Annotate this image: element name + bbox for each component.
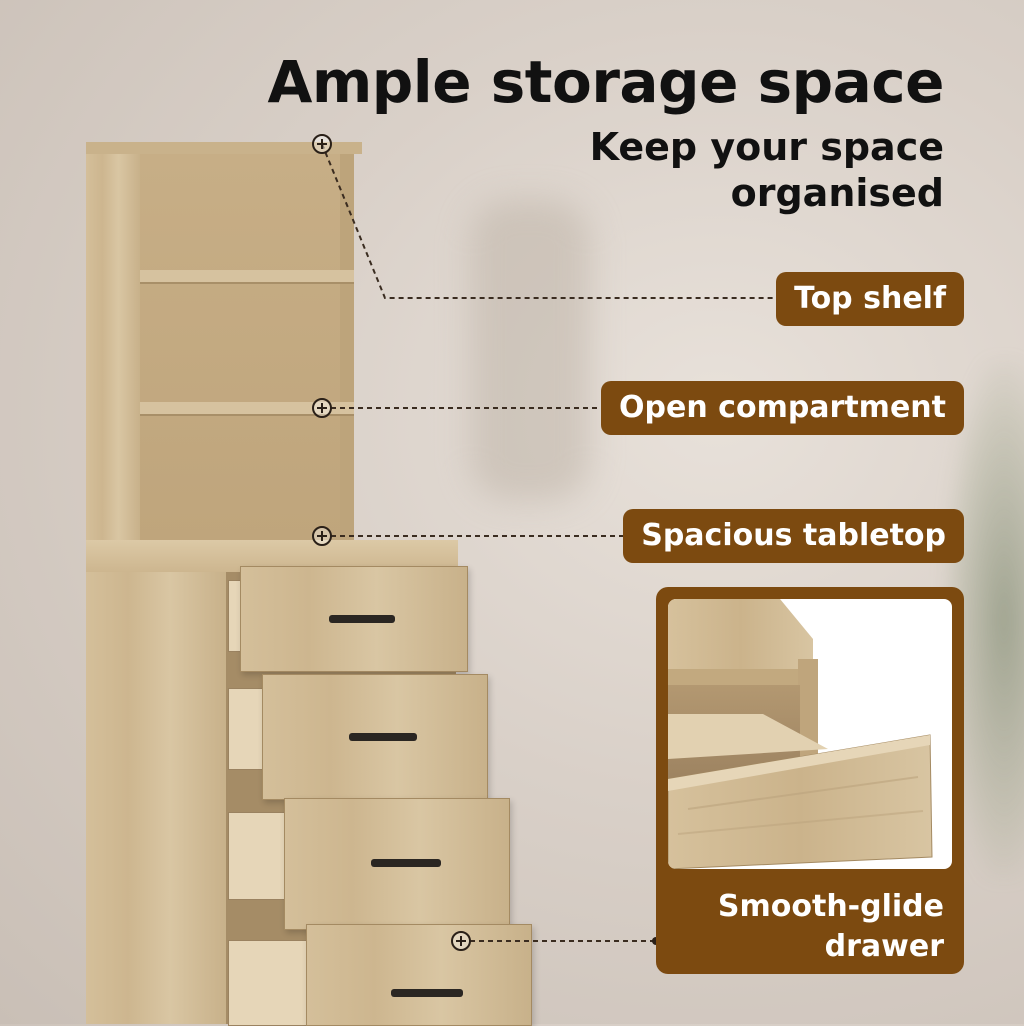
drawer-handle[interactable]: [371, 859, 441, 867]
leader-line-top-shelf: [321, 143, 786, 299]
plus-circle-icon: [312, 398, 332, 418]
drawer-front[interactable]: [306, 924, 532, 1026]
label-top-shelf: Top shelf: [776, 272, 964, 326]
background-blur: [470, 200, 590, 500]
plus-circle-icon: [312, 134, 332, 154]
drawer-closeup-illustration: [668, 599, 933, 869]
hutch-side-panel: [86, 154, 140, 542]
drawer-handle[interactable]: [329, 615, 395, 623]
drawer-handle[interactable]: [349, 733, 417, 741]
drawer-box: [228, 688, 266, 770]
drawer-box: [228, 940, 310, 1026]
drawer-closeup-photo: [668, 599, 952, 869]
base-side-panel: [86, 572, 226, 1024]
shelf-upper: [140, 270, 354, 284]
drawer-handle[interactable]: [391, 989, 463, 997]
shelf-lower: [140, 402, 354, 416]
label-open-compartment: Open compartment: [601, 381, 964, 435]
plus-circle-icon: [451, 931, 471, 951]
drawer-front[interactable]: [284, 798, 510, 930]
hutch: [86, 142, 362, 542]
label-spacious-tabletop: Spacious tabletop: [623, 509, 964, 563]
headline: Ample storage space: [267, 48, 944, 116]
hutch-right-panel: [340, 154, 354, 542]
hutch-top-panel: [86, 142, 362, 154]
drawer-box: [228, 812, 288, 900]
drawer-front[interactable]: [240, 566, 468, 672]
plus-circle-icon: [312, 526, 332, 546]
hutch-back-panel: [140, 154, 340, 542]
drawer-front[interactable]: [262, 674, 488, 800]
